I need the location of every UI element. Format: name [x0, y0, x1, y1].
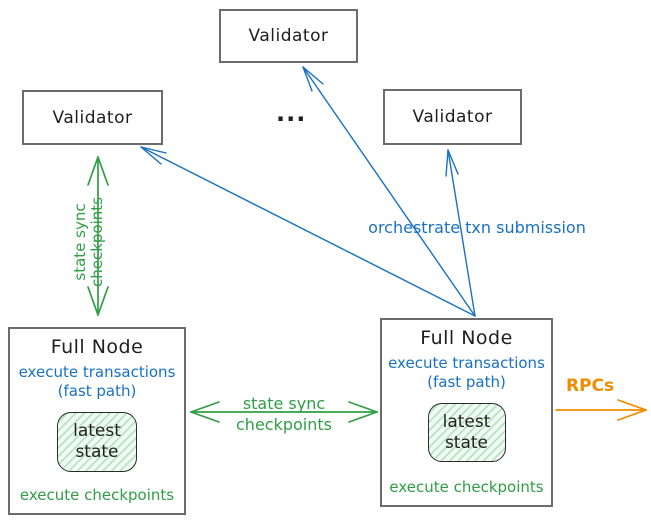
validator-box-top: Validator [219, 9, 358, 63]
fast-path-note: execute transactions (fast path) [10, 363, 184, 401]
latest-state-line2: state [444, 432, 489, 453]
latest-state-box: latest state [57, 412, 137, 472]
orchestrate-arrow-to-top-validator [302, 66, 476, 317]
full-node-title: Full Node [420, 327, 513, 349]
latest-state-line2: state [75, 442, 119, 462]
execute-checkpoints-note: execute checkpoints [19, 486, 175, 504]
more-validators-ellipsis: ... [276, 99, 307, 127]
vertical-state-sync-line1: state sync [71, 203, 89, 281]
full-node-box-left: Full Node execute transactions (fast pat… [8, 327, 186, 515]
orchestrate-txn-label: orchestrate txn submission [368, 218, 586, 237]
fast-path-line1: execute transactions [388, 354, 545, 372]
validator-label: Validator [412, 107, 493, 127]
fast-path-line2: (fast path) [57, 382, 137, 400]
rpcs-label: RPCs [566, 376, 615, 396]
fast-path-line1: execute transactions [18, 363, 176, 381]
fast-path-note: execute transactions (fast path) [382, 354, 551, 392]
fast-path-line2: (fast path) [427, 373, 506, 391]
validator-box-right: Validator [383, 89, 522, 145]
latest-state-box: latest state [427, 403, 506, 462]
horizontal-state-sync-line1: state sync [242, 394, 326, 413]
full-node-title: Full Node [50, 336, 144, 358]
rpc-arrow [555, 399, 647, 421]
validator-label: Validator [248, 26, 329, 46]
validator-box-left: Validator [22, 90, 163, 145]
latest-state-line1: latest [442, 411, 491, 432]
state-sync-arrow-horizontal [190, 401, 378, 423]
orchestrate-arrow-to-left-validator [140, 146, 476, 317]
latest-state-line1: latest [73, 421, 121, 441]
vertical-state-sync-label: state sync checkpoints [71, 132, 106, 352]
vertical-state-sync-line2: checkpoints [88, 197, 106, 287]
horizontal-state-sync-line2: checkpoints [236, 415, 332, 434]
orchestrate-arrow-to-right-validator [445, 149, 476, 317]
validator-label: Validator [52, 107, 133, 128]
full-node-box-right: Full Node execute transactions (fast pat… [380, 318, 553, 507]
state-sync-arrow-vertical [87, 156, 109, 316]
execute-checkpoints-note: execute checkpoints [389, 478, 544, 496]
